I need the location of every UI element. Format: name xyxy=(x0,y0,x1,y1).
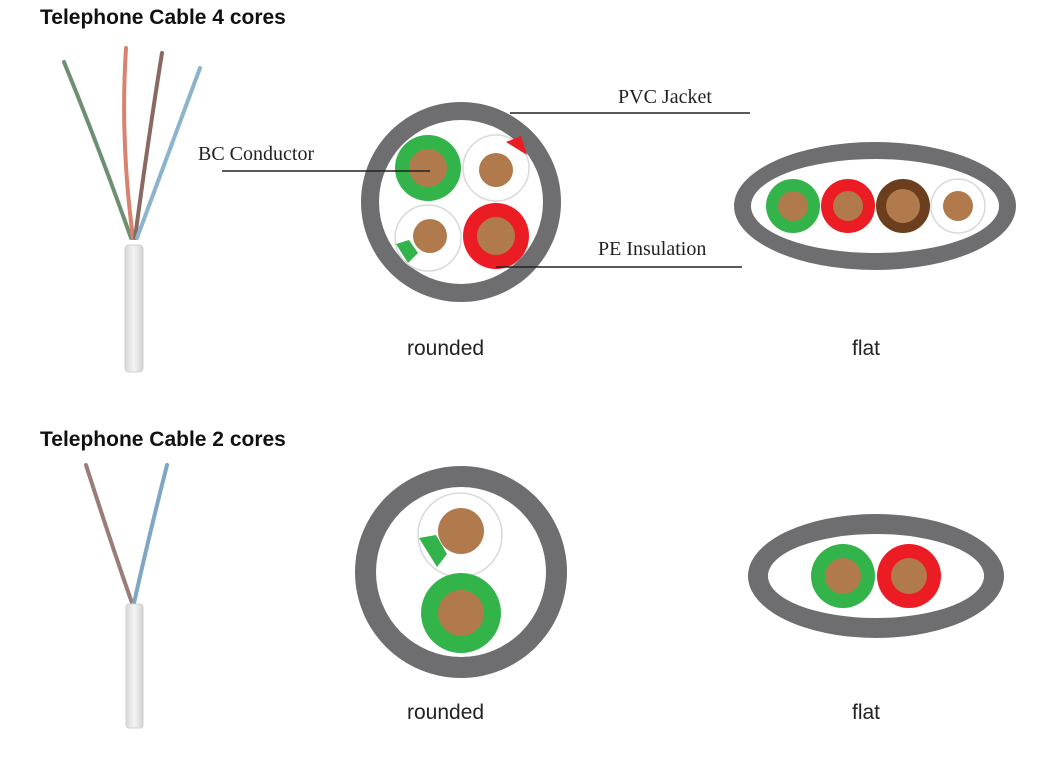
caption-4c-rounded: rounded xyxy=(407,337,485,360)
core-conductor xyxy=(438,508,484,554)
core-conductor xyxy=(833,191,863,221)
outer-sheath xyxy=(125,603,144,729)
cross-section-4c-flat xyxy=(734,142,1016,270)
caption-2c-flat: flat xyxy=(852,701,881,724)
wire-blue xyxy=(132,463,169,605)
wire-brown xyxy=(84,463,134,605)
wire-green xyxy=(62,60,133,240)
section-title-4-cores: Telephone Cable 4 cores xyxy=(40,6,286,29)
core-conductor xyxy=(409,149,447,187)
label-bc-conductor: BC Conductor xyxy=(198,143,315,165)
outer-sheath xyxy=(124,244,144,373)
red-stripe-marker xyxy=(506,136,527,155)
core-conductor xyxy=(479,153,513,187)
cross-section-4c-rounded xyxy=(361,102,561,302)
green-stripe-marker xyxy=(419,535,447,567)
core-conductor xyxy=(413,219,447,253)
core-conductor xyxy=(825,558,861,594)
label-pe-insulation: PE Insulation xyxy=(598,238,707,260)
cross-section-2c-flat xyxy=(748,514,1004,638)
core-conductor xyxy=(891,558,927,594)
caption-4c-flat: flat xyxy=(852,337,881,360)
caption-2c-rounded: rounded xyxy=(407,701,485,724)
core-conductor xyxy=(778,191,808,221)
green-stripe-marker xyxy=(396,240,418,263)
cable-photo-2-cores xyxy=(84,463,169,729)
jacket-inner xyxy=(768,534,984,618)
cross-section-2c-rounded xyxy=(355,466,567,678)
core-conductor xyxy=(438,590,484,636)
wire-brown xyxy=(133,51,164,240)
core-conductor xyxy=(477,217,515,255)
label-pvc-jacket: PVC Jacket xyxy=(618,86,712,108)
wire-blue xyxy=(135,66,202,240)
section-title-2-cores: Telephone Cable 2 cores xyxy=(40,428,286,451)
core-conductor xyxy=(943,191,973,221)
cable-photo-4-cores xyxy=(62,46,202,373)
wire-red xyxy=(122,46,135,240)
core-conductor xyxy=(886,189,920,223)
